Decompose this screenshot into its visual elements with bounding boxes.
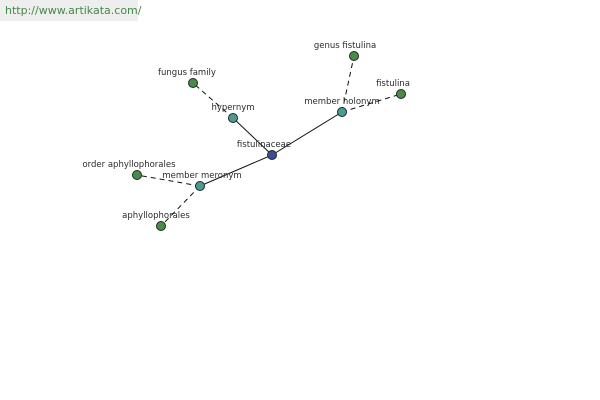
node-label-genus-fistulina: genus fistulina [314,41,376,51]
edge-member-meronym-to-order-aphyllophorales [136,174,201,187]
node-order-aphyllophorales[interactable]: order aphyllophorales [82,160,176,180]
node-label-member-meronym: member meronym [162,171,241,181]
node-dot-genus-fistulina[interactable] [349,51,359,61]
node-fistulina[interactable]: fistulina [376,79,410,99]
node-label-fungus-family: fungus family [158,68,216,78]
node-dot-aphyllophorales[interactable] [156,221,166,231]
edge-fistulinaceae-to-member-holonym [271,111,343,156]
graph-edges [136,55,402,227]
node-label-fistulina: fistulina [376,79,410,89]
node-dot-hypernym[interactable] [228,113,238,123]
node-dot-fistulinaceae[interactable] [267,150,277,160]
node-fungus-family[interactable]: fungus family [158,68,216,88]
node-label-member-holonym: member holonym [304,97,379,107]
node-dot-order-aphyllophorales[interactable] [132,170,142,180]
node-label-order-aphyllophorales: order aphyllophorales [82,160,176,170]
node-label-aphyllophorales: aphyllophorales [122,211,190,221]
node-label-fistulinaceae: fistulinaceae [237,140,291,150]
node-member-holonym[interactable]: member holonym [304,97,380,117]
edge-fistulinaceae-to-hypernym [232,117,273,156]
node-member-meronym[interactable]: member meronym [162,171,242,191]
node-dot-member-holonym[interactable] [337,107,347,117]
node-aphyllophorales[interactable]: aphyllophorales [122,211,190,231]
edge-member-holonym-to-genus-fistulina [341,55,355,113]
node-fistulinaceae[interactable]: fistulinaceae [237,140,291,160]
edge-member-holonym-to-fistulina [341,93,402,113]
node-label-hypernym: hypernym [211,103,254,113]
node-dot-fungus-family[interactable] [188,78,198,88]
graph-nodes: fistulinaceae hypernym member holonym membe… [82,41,410,231]
edge-member-meronym-to-aphyllophorales [160,185,201,227]
node-dot-fistulina[interactable] [396,89,406,99]
watermark-url: http://www.artikata.com/ [0,0,141,21]
node-dot-member-meronym[interactable] [195,181,205,191]
node-hypernym[interactable]: hypernym [211,103,255,123]
edge-fistulinaceae-to-member-meronym [199,154,273,187]
node-genus-fistulina[interactable]: genus fistulina [314,41,376,61]
